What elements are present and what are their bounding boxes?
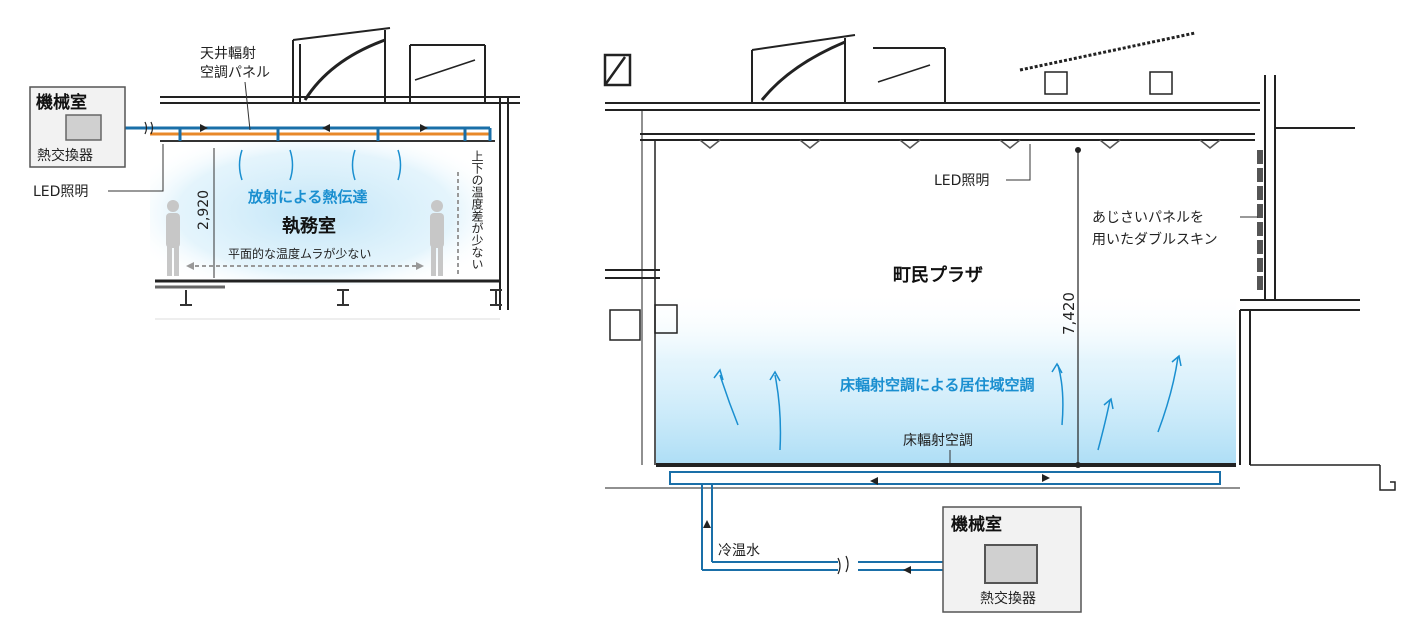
right-cold-hot-water-label: 冷温水 xyxy=(718,543,760,559)
right-double-skin-label-1: あじさいパネルを xyxy=(1092,210,1204,226)
left-roof-structure xyxy=(160,27,520,310)
right-room-name: 町民プラザ xyxy=(893,264,983,286)
left-thermal-glow xyxy=(150,140,480,285)
right-diagram: 7,420 LED照明 あじさいパネルを 用いたダブルスキン 町民プラザ 床輻射… xyxy=(603,31,1396,613)
right-ceiling-fixtures xyxy=(699,139,1221,149)
left-heat-exchanger-box xyxy=(65,114,102,141)
right-pipe-break xyxy=(837,555,849,575)
left-person-silhouettes xyxy=(166,200,444,276)
left-ceiling-panel-label-2: 空調パネル xyxy=(200,65,270,81)
right-height-dot-top xyxy=(1075,147,1081,153)
left-vertical-note: 上下の温度差が少ない xyxy=(470,150,484,270)
right-floor-pipes xyxy=(669,471,1221,571)
left-floor-note: 平面的な温度ムラが少ない xyxy=(228,246,371,261)
right-thermal-glow xyxy=(656,290,1236,465)
right-pipe-arrows xyxy=(703,474,1050,574)
left-height-dimension: 2,920 xyxy=(196,190,212,230)
right-heat-exchanger-label: 熱交換器 xyxy=(980,590,1036,607)
right-led-leader xyxy=(1006,144,1031,181)
left-led-leader xyxy=(108,144,164,192)
right-upward-arrows xyxy=(713,354,1182,451)
left-ceiling-pipes xyxy=(100,121,495,142)
right-led-label: LED照明 xyxy=(934,173,989,189)
right-floor-radiant-label: 床輻射空調 xyxy=(903,433,973,449)
left-heat-exchanger-label: 熱交換器 xyxy=(37,147,93,164)
right-machine-room-box xyxy=(942,506,1082,613)
left-led-label: LED照明 xyxy=(33,184,88,200)
right-machine-room-label: 機械室 xyxy=(951,514,1002,535)
left-room-name: 執務室 xyxy=(282,215,336,237)
right-heat-exchanger-box xyxy=(984,544,1038,584)
left-ceiling-panel-label-1: 天井輻射 xyxy=(200,46,256,62)
right-height-dimension: 7,420 xyxy=(1060,292,1078,335)
left-floor-slab xyxy=(155,279,502,320)
left-machine-room-label: 機械室 xyxy=(36,92,87,113)
right-floor-radiant-zone-label: 床輻射空調による居住域空調 xyxy=(840,376,1035,394)
left-radiant-heat-label: 放射による熱伝達 xyxy=(247,188,368,206)
left-diagram: 機械室 熱交換器 天井輻射 空調パネル LED照明 放射による熱伝達 執務室 2… xyxy=(29,27,520,320)
right-double-skin-label-2: 用いたダブルスキン xyxy=(1092,231,1218,248)
left-radiant-arrows xyxy=(238,149,402,181)
right-roof-structure xyxy=(603,31,1396,491)
left-ceiling-panel-leader xyxy=(244,81,251,131)
